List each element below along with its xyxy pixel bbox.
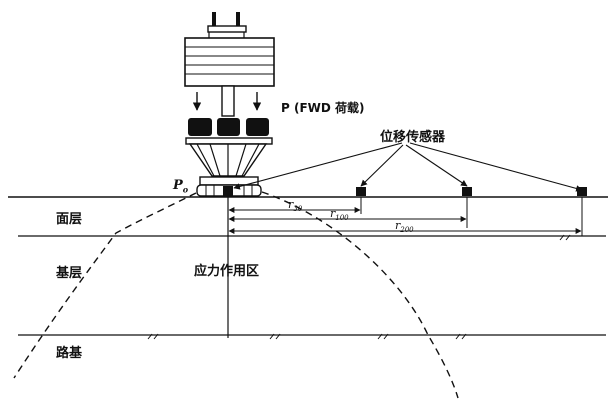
sensors-label: 位移传感器 xyxy=(380,126,445,145)
sensor-r100 xyxy=(462,187,472,196)
sensor-r200 xyxy=(577,187,587,196)
stress-zone-label: 应力作用区 xyxy=(194,260,259,279)
fwd-device xyxy=(184,12,275,197)
sensor-leader-lines xyxy=(233,142,583,192)
distance-dimensions xyxy=(228,197,583,236)
base-layer-label: 基层 xyxy=(56,262,82,281)
layer-hatch-marks xyxy=(147,234,571,340)
fwd-load-label: P (FWD 荷载) xyxy=(281,99,365,116)
p0-subscript: o xyxy=(182,184,189,195)
r100-subscript: 100 xyxy=(335,214,349,223)
r100-text: r xyxy=(330,207,336,220)
surface-layer-label: 面层 xyxy=(56,208,82,227)
r200-label: r200 xyxy=(395,219,414,234)
surface-layer-text: 面层 xyxy=(56,212,83,227)
stress-zone-left-curve xyxy=(13,192,197,379)
r200-subscript: 200 xyxy=(400,226,414,235)
p0-text: P xyxy=(173,178,183,193)
r30-text: r xyxy=(288,198,294,211)
r30-subscript: 30 xyxy=(293,205,303,214)
stress-zone-text: 应力作用区 xyxy=(194,264,260,279)
subgrade-label: 路基 xyxy=(56,342,82,361)
sensor-r30 xyxy=(356,187,366,196)
fwd-load-text: P (FWD 荷载) xyxy=(281,101,365,115)
sensor-0 xyxy=(223,186,233,196)
subgrade-text: 路基 xyxy=(56,346,83,361)
base-layer-text: 基层 xyxy=(56,266,83,281)
r30-label: r30 xyxy=(288,198,302,213)
sensors-text: 位移传感器 xyxy=(380,130,446,145)
r200-text: r xyxy=(395,219,401,232)
stress-zone-right-curve xyxy=(261,191,459,399)
p0-label: Po xyxy=(173,178,188,195)
r100-label: r100 xyxy=(330,207,349,222)
